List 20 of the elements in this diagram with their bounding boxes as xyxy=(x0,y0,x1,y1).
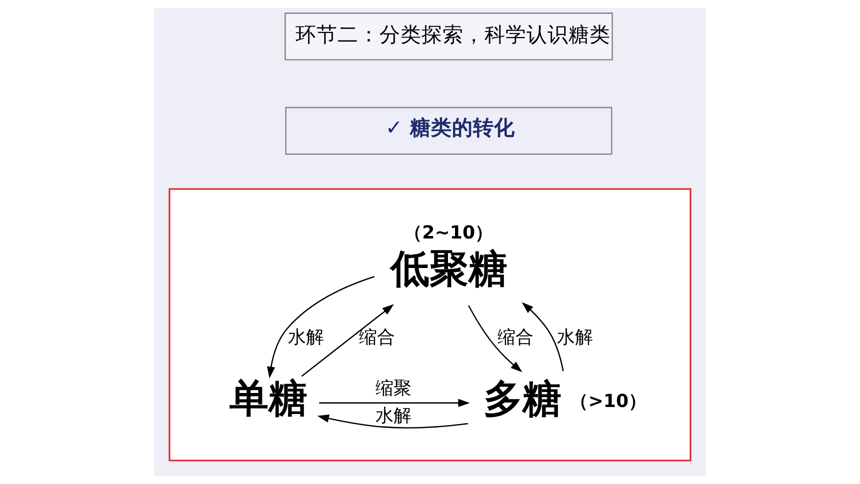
arrow xyxy=(301,304,394,377)
node-label: （>10） xyxy=(570,391,647,412)
arrow xyxy=(319,398,470,408)
node-box: 环节二：分类探索，科学认识糖类 xyxy=(284,12,613,60)
edge-label: 水解 xyxy=(288,327,324,348)
edge-label: 缩合 xyxy=(497,327,534,348)
node-text: 多糖 xyxy=(484,376,562,422)
arrow xyxy=(317,414,468,429)
edge-label: 水解 xyxy=(556,327,593,348)
arrow xyxy=(468,305,522,372)
arrow xyxy=(522,302,564,372)
edge-label: 缩聚 xyxy=(375,378,412,400)
edge-label: 缩合 xyxy=(359,327,395,348)
cluster xyxy=(168,188,692,462)
node-text: 单糖 xyxy=(230,376,308,422)
node-text: 低聚糖 xyxy=(390,247,508,292)
node-label: （2~10） xyxy=(404,222,494,244)
arrow xyxy=(267,276,375,378)
node-box: ✓ 糖类的转化 xyxy=(285,106,612,155)
edge-label: 水解 xyxy=(375,405,412,426)
